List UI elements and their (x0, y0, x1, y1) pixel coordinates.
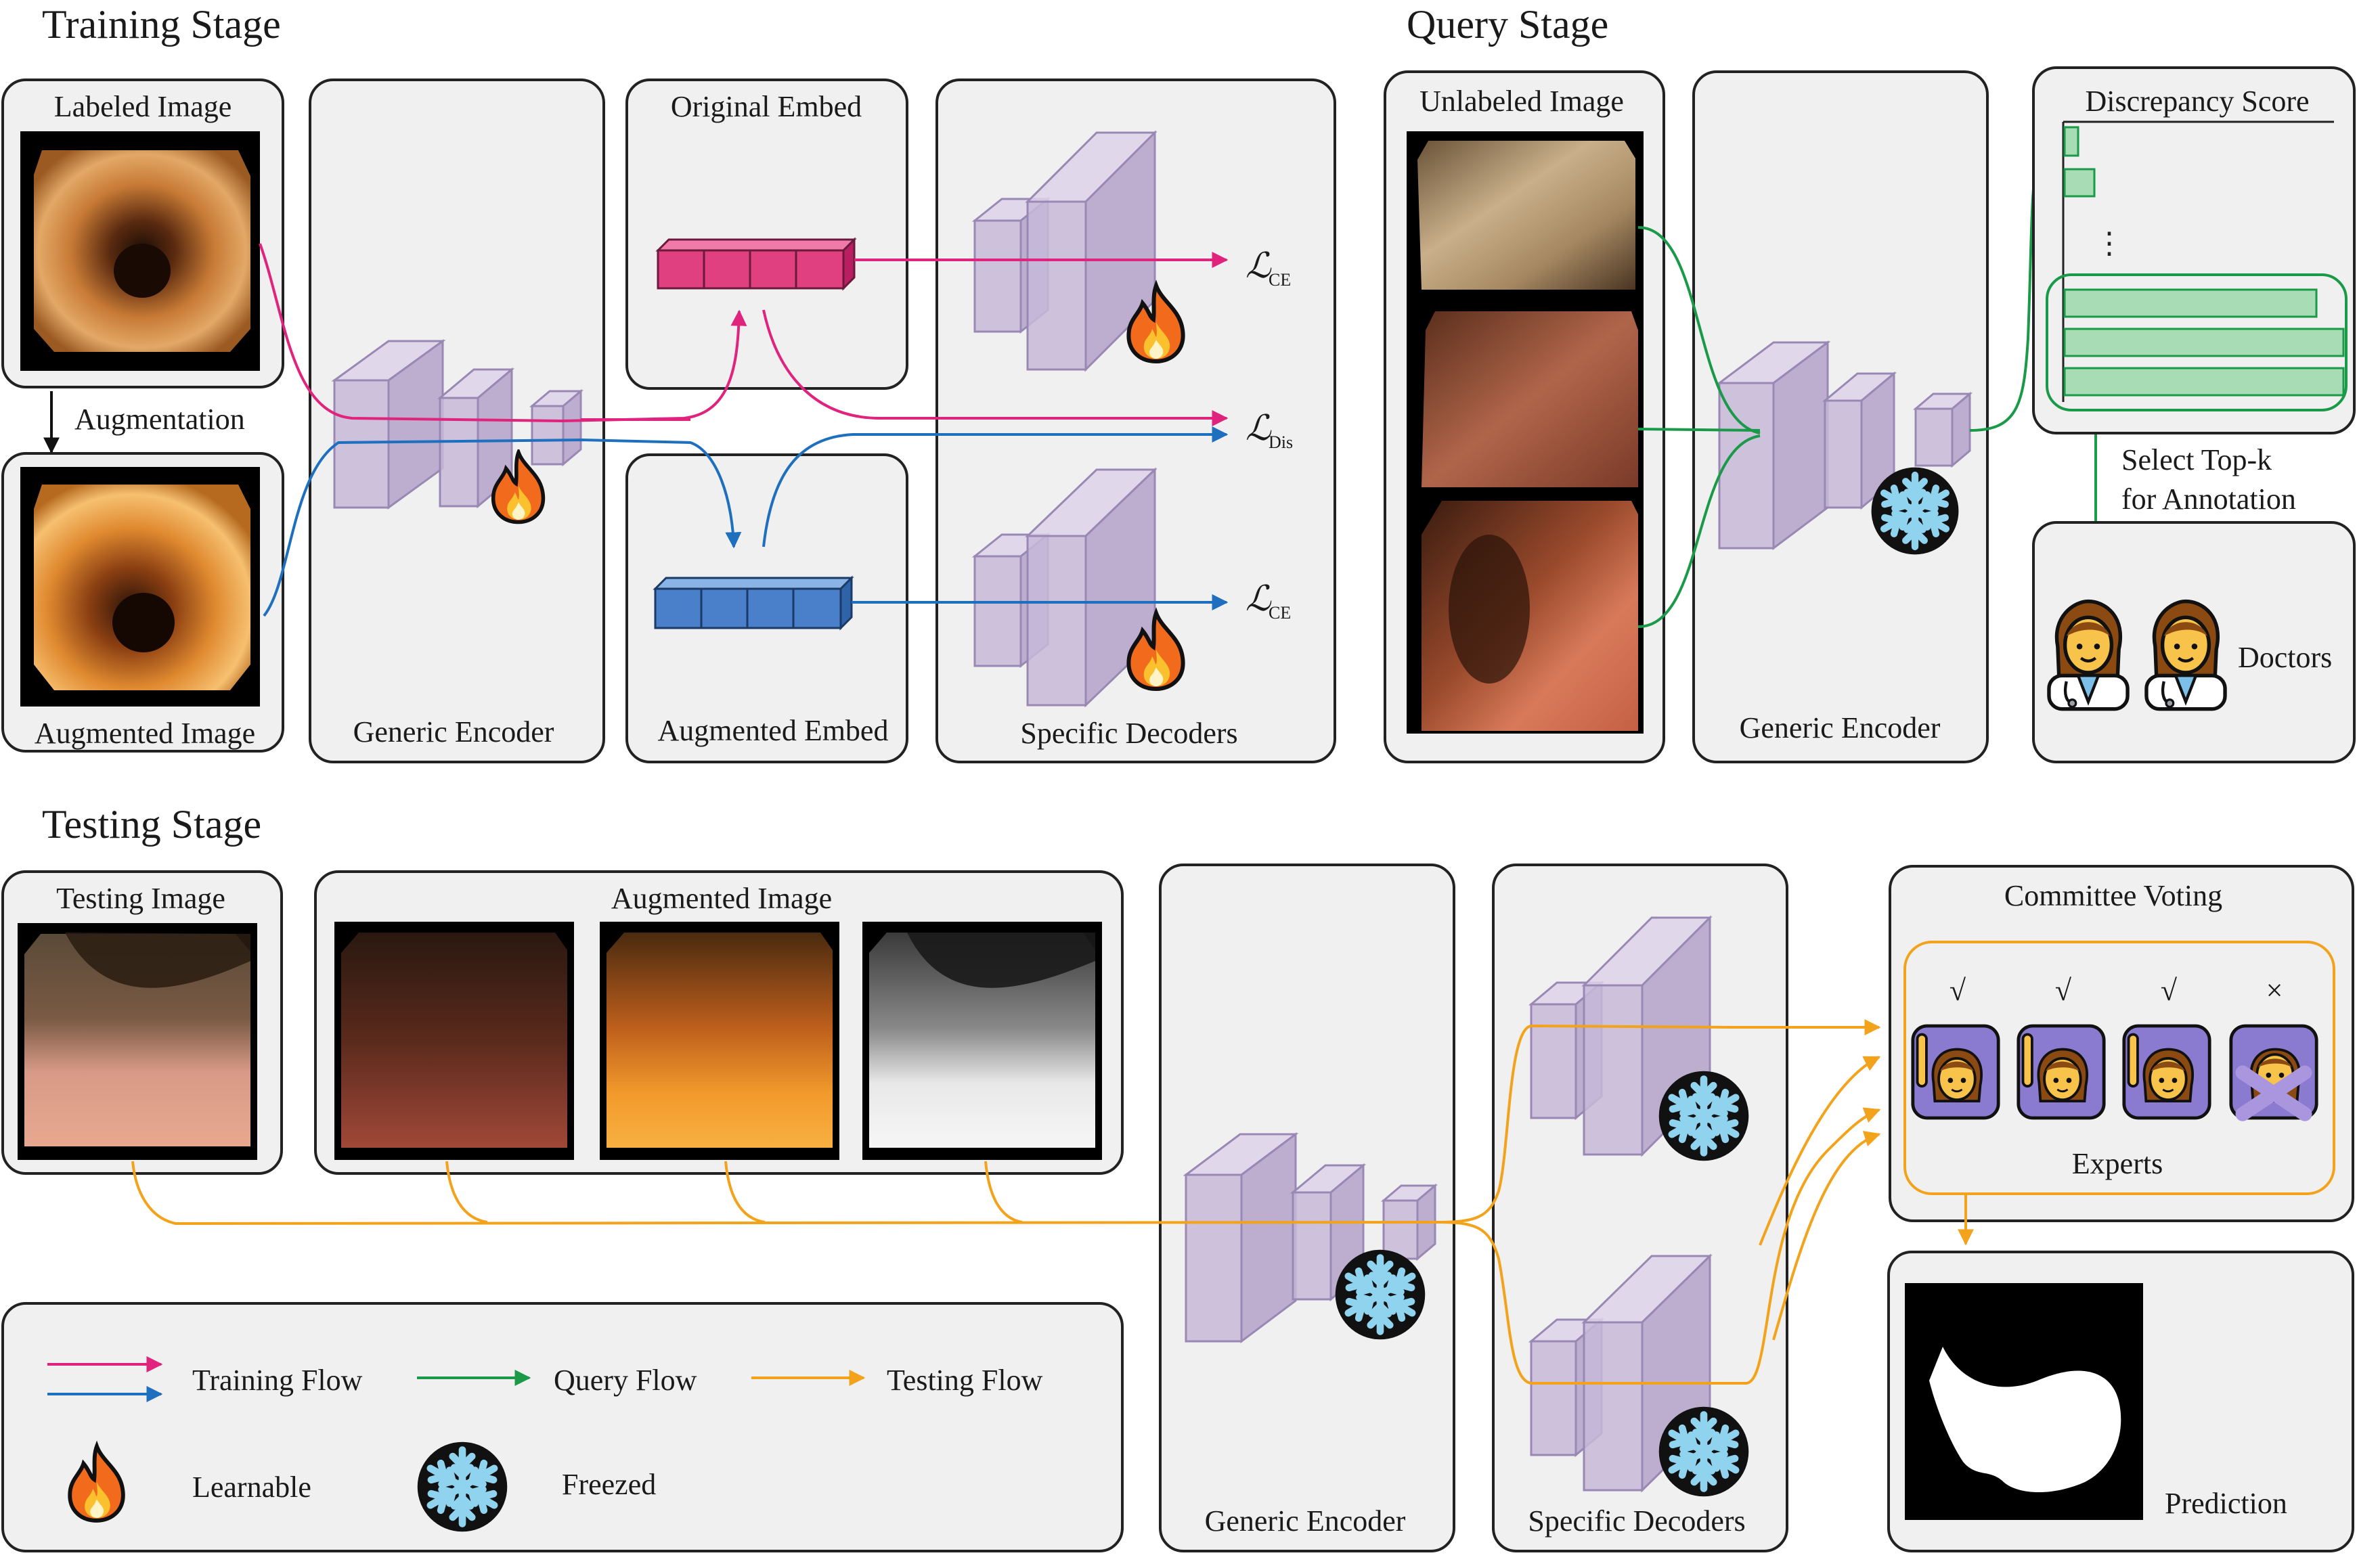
testing-generic-encoder-label: Generic Encoder (1205, 1504, 1406, 1538)
training-encoder-blocks (331, 339, 584, 510)
discrepancy-score-label: Discrepancy Score (2085, 85, 2309, 118)
select-top-k-line2: for Annotation (2121, 483, 2296, 516)
query-generic-encoder-label: Generic Encoder (1740, 711, 1941, 744)
committee-voting-panel (1889, 865, 2354, 1222)
testing-decoder-top (1528, 915, 1713, 1157)
legend-freezed-label: Freezed (562, 1468, 656, 1501)
doctors-label: Doctors (2238, 641, 2332, 674)
snowflake-icon (1336, 1250, 1426, 1340)
testing-encoder-blocks (1183, 1132, 1438, 1343)
svg-text:ℒ: ℒ (1246, 246, 1272, 286)
original-embed-vector (655, 237, 857, 291)
legend-query-flow-label: Query Flow (554, 1364, 697, 1397)
vote-1: √ (1950, 974, 1966, 1007)
labeled-image-label: Labeled Image (54, 90, 232, 123)
testing-stage-title: Testing Stage (42, 802, 261, 847)
augmented-image-label: Augmented Image (35, 717, 255, 750)
query-stage: Unlabeled Image Generic Encoder (1384, 66, 2356, 763)
legend-training-flow-label: Training Flow (192, 1364, 363, 1397)
expert-icon (2019, 1026, 2104, 1118)
augmented-embed-vector (653, 575, 854, 631)
svg-text:CE: CE (1269, 603, 1291, 623)
expert-icon (2124, 1026, 2209, 1118)
legend-testing-flow-label: Testing Flow (887, 1364, 1043, 1397)
training-stage: Labeled Image Augmentation Augmented Ima… (1, 79, 1336, 763)
votes: √ √ √ × (1950, 974, 2283, 1007)
augmentation-label: Augmentation (74, 403, 245, 436)
top-k-selection-box (2046, 273, 2348, 411)
expert-icon (1913, 1026, 1998, 1118)
snowflake-icon (1659, 1407, 1749, 1497)
unlabeled-image-1 (1417, 141, 1635, 290)
dots-ellipsis: ⋮ (2094, 226, 2124, 261)
training-generic-encoder-label: Generic Encoder (353, 715, 554, 748)
testing-stage: Testing Image Augmented Image Generic En… (1, 864, 2354, 1552)
testing-flow-arrows (131, 1019, 1974, 1385)
svg-text:Dis: Dis (1269, 432, 1293, 452)
unlabeled-image-2 (1422, 311, 1638, 487)
svg-text:ℒ: ℒ (1246, 579, 1272, 619)
snowflake-icon (418, 1442, 508, 1532)
snowflake-icon (1872, 468, 1959, 555)
testing-augmented-label: Augmented Image (611, 882, 832, 915)
prediction-label: Prediction (2165, 1487, 2287, 1520)
doctor-icon (2146, 602, 2225, 709)
unlabeled-image-label: Unlabeled Image (1419, 85, 1624, 118)
snowflake-icon (1659, 1071, 1749, 1161)
legend: Training Flow Query Flow Testing Flow Le… (47, 1356, 1043, 1532)
original-embed-panel (625, 79, 908, 390)
select-top-k-line1: Select Top-k (2121, 443, 2272, 476)
vote-2: √ (2055, 974, 2072, 1007)
testing-specific-decoders-label: Specific Decoders (1528, 1504, 1745, 1538)
vote-3: √ (2161, 974, 2178, 1007)
loss-ce-bottom: ℒ CE (1246, 579, 1291, 623)
query-stage-title: Query Stage (1407, 2, 1608, 47)
experts-label: Experts (2072, 1147, 2163, 1180)
discrepancy-bars (2063, 126, 2345, 397)
training-flow-arrows (259, 243, 1229, 617)
training-specific-decoders-label: Specific Decoders (1020, 717, 1237, 750)
vote-4: × (2266, 974, 2283, 1007)
query-encoder-blocks (1716, 340, 1973, 550)
legend-panel (1, 1302, 1124, 1552)
original-embed-label: Original Embed (671, 90, 862, 123)
loss-dis: ℒ Dis (1246, 408, 1293, 452)
augmented-embed-label: Augmented Embed (658, 714, 889, 747)
testing-image-label: Testing Image (56, 882, 225, 915)
legend-learnable-label: Learnable (192, 1471, 311, 1504)
expert-icon (2231, 1026, 2316, 1118)
experts-box (1903, 941, 2335, 1195)
committee-voting-label: Committee Voting (2004, 879, 2222, 912)
svg-text:CE: CE (1269, 270, 1291, 290)
svg-text:ℒ: ℒ (1246, 408, 1272, 449)
doctor-icon (2049, 602, 2128, 709)
testing-augmented-images (334, 922, 1102, 1160)
loss-ce-top: ℒ CE (1246, 246, 1291, 290)
training-stage-title: Training Stage (42, 2, 281, 47)
